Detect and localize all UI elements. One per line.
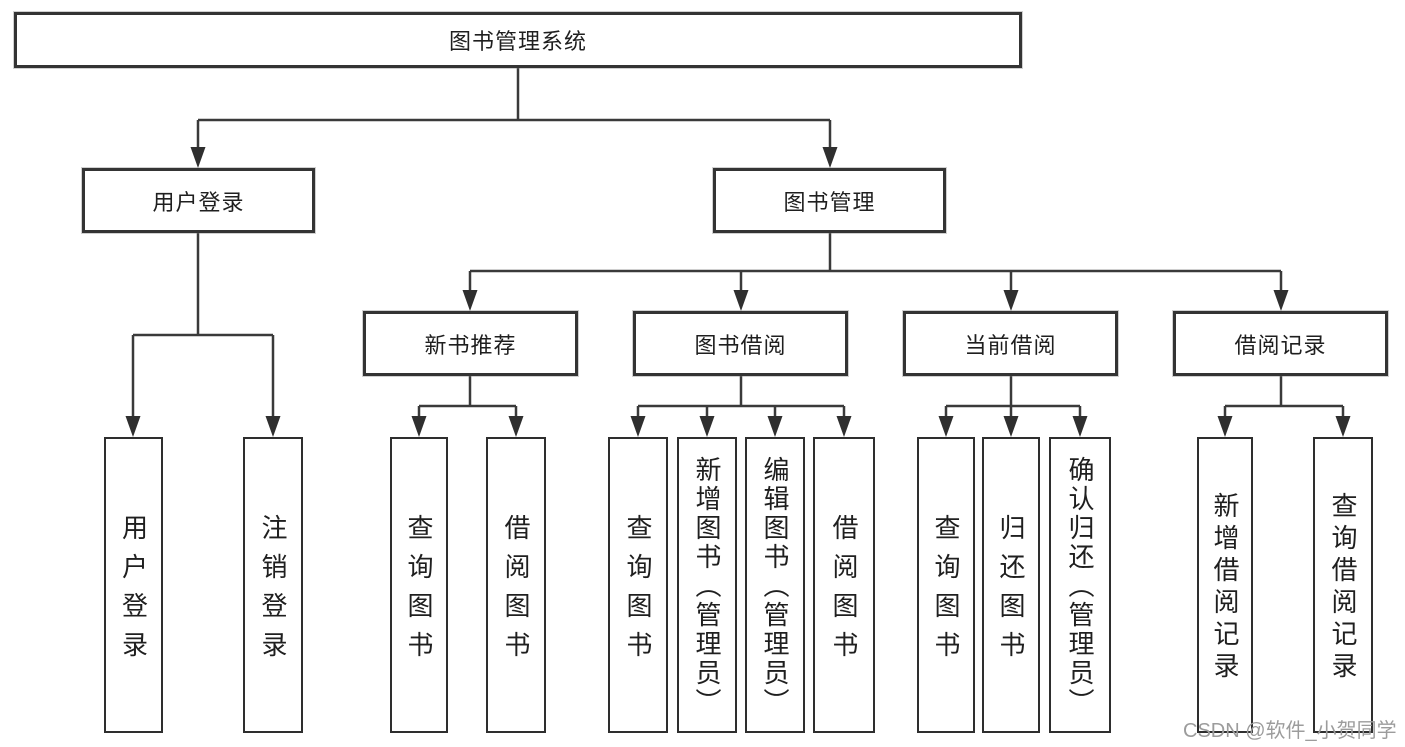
node-current-borrowing-label: 当前借阅 <box>964 332 1057 358</box>
leaf-add-book-admin-label: 新增图书（管理员） <box>692 456 722 717</box>
leaf-add-book-admin: 新增图书（管理员） <box>677 437 737 733</box>
connector-new-book-to-leaves <box>417 376 518 421</box>
connector-book-borrow-to-leaves <box>636 376 846 421</box>
leaf-add-borrow-record-label: 新增借阅记录 <box>1210 492 1240 684</box>
leaf-borrowing-borrow-book-label: 借阅图书 <box>829 513 859 670</box>
leaf-current-query-book-label: 查询图书 <box>931 513 961 670</box>
node-user-login: 用户登录 <box>82 168 315 233</box>
leaf-recommend-query-book-label: 查询图书 <box>404 513 434 670</box>
node-library-system: 图书管理系统 <box>14 12 1022 68</box>
leaf-user-login-label: 用户登录 <box>118 513 149 670</box>
leaf-current-query-book: 查询图书 <box>917 437 975 733</box>
node-library-system-label: 图书管理系统 <box>448 29 587 54</box>
node-book-borrowing: 图书借阅 <box>633 311 848 376</box>
leaf-add-borrow-record: 新增借阅记录 <box>1197 437 1253 733</box>
connector-book-mgmt-to-level3 <box>468 233 1283 295</box>
leaf-return-book: 归还图书 <box>982 437 1040 733</box>
connector-root-to-level2 <box>196 68 832 152</box>
leaf-return-book-label: 归还图书 <box>996 513 1026 670</box>
node-book-borrowing-label: 图书借阅 <box>694 332 787 358</box>
leaf-recommend-borrow-book: 借阅图书 <box>486 437 546 733</box>
connector-user-login-to-leaves <box>131 233 275 421</box>
node-book-management-label: 图书管理 <box>783 189 876 215</box>
node-borrow-records-label: 借阅记录 <box>1234 332 1327 358</box>
leaf-confirm-return-admin-label: 确认归还（管理员） <box>1065 456 1095 717</box>
leaf-edit-book-admin-label: 编辑图书（管理员） <box>760 456 790 717</box>
leaf-logout: 注销登录 <box>243 437 303 733</box>
csdn-watermark: CSDN @软件_小贺同学 <box>1183 720 1397 742</box>
leaf-edit-book-admin: 编辑图书（管理员） <box>745 437 805 733</box>
leaf-user-login: 用户登录 <box>104 437 163 733</box>
node-user-login-label: 用户登录 <box>152 189 245 215</box>
leaf-logout-label: 注销登录 <box>258 513 288 670</box>
node-borrow-records: 借阅记录 <box>1173 311 1388 376</box>
connector-current-borrow-to-leaves <box>944 376 1082 421</box>
leaf-query-borrow-record: 查询借阅记录 <box>1313 437 1373 733</box>
leaf-borrowing-borrow-book: 借阅图书 <box>813 437 875 733</box>
leaf-recommend-borrow-book-label: 借阅图书 <box>501 513 531 670</box>
leaf-recommend-query-book: 查询图书 <box>390 437 448 733</box>
leaf-borrowing-query-book-label: 查询图书 <box>623 513 653 670</box>
node-book-management: 图书管理 <box>713 168 946 233</box>
arrowheads <box>125 147 1351 437</box>
connector-borrow-record-to-leaves <box>1223 376 1345 421</box>
leaf-confirm-return-admin: 确认归还（管理员） <box>1049 437 1111 733</box>
leaf-query-borrow-record-label: 查询借阅记录 <box>1328 492 1358 684</box>
leaf-borrowing-query-book: 查询图书 <box>608 437 668 733</box>
node-new-book-recommend: 新书推荐 <box>363 311 578 376</box>
node-current-borrowing: 当前借阅 <box>903 311 1118 376</box>
node-new-book-recommend-label: 新书推荐 <box>424 332 517 358</box>
